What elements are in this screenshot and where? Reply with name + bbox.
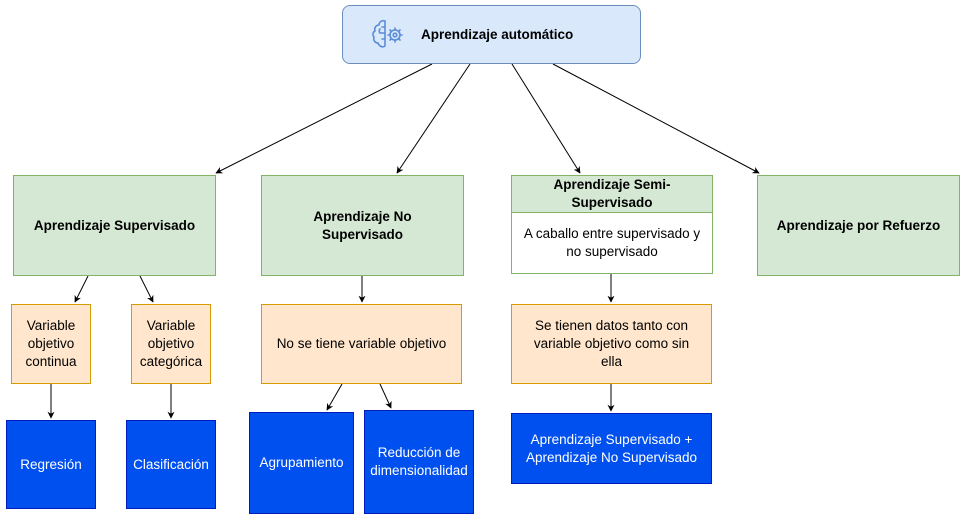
category-semi-description: A caballo entre supervisado y no supervi… — [511, 212, 713, 274]
edge-notarget-dimreduction — [379, 383, 392, 409]
category-semi-description-text: A caballo entre supervisado y no supervi… — [523, 226, 701, 259]
edge-supervised-continuous — [74, 275, 89, 303]
edge-root-semi — [511, 63, 581, 174]
root-node: Aprendizaje automático — [342, 5, 641, 64]
technique-classification-label: Clasificación — [133, 456, 209, 472]
technique-regression: Regresión — [6, 420, 96, 509]
category-reinforcement-label: Aprendizaje por Refuerzo — [776, 217, 941, 233]
category-unsupervised-label: Aprendizaje No Supervisado — [313, 208, 412, 242]
category-semi-label: Aprendizaje Semi-Supervisado — [553, 177, 671, 210]
category-supervised-label: Aprendizaje Supervisado — [33, 217, 196, 233]
technique-classification: Clasificación — [126, 420, 216, 509]
brain-gear-icon — [367, 15, 407, 55]
technique-combined: Aprendizaje Supervisado + Aprendizaje No… — [511, 413, 712, 484]
category-unsupervised: Aprendizaje No Supervisado — [261, 175, 464, 276]
technique-dim-reduction: Reducción de dimensionalidad — [364, 410, 474, 514]
condition-continuous: Variable objetivo continua — [11, 304, 91, 384]
condition-categorical-label: Variable objetivo categórica — [139, 318, 203, 369]
technique-clustering-label: Agrupamiento — [259, 455, 344, 470]
edge-notarget-clustering — [326, 383, 343, 411]
technique-clustering: Agrupamiento — [249, 412, 354, 514]
category-semi-header: Aprendizaje Semi-Supervisado — [511, 175, 713, 213]
edge-root-supervised — [215, 63, 433, 174]
edge-supervised-categorical — [139, 275, 154, 303]
condition-no-target: No se tiene variable objetivo — [261, 304, 462, 384]
edge-root-unsupervised — [396, 63, 471, 174]
condition-continuous-label: Variable objetivo continua — [25, 318, 77, 369]
category-reinforcement: Aprendizaje por Refuerzo — [757, 175, 960, 276]
category-supervised: Aprendizaje Supervisado — [13, 175, 216, 276]
root-label: Aprendizaje automático — [421, 26, 574, 42]
condition-no-target-label: No se tiene variable objetivo — [276, 336, 447, 351]
condition-mixed-label: Se tienen datos tanto con variable objet… — [533, 318, 690, 369]
technique-regression-label: Regresión — [20, 456, 82, 472]
technique-dim-reduction-label: Reducción de dimensionalidad — [370, 445, 468, 478]
condition-categorical: Variable objetivo categórica — [131, 304, 211, 384]
condition-mixed: Se tienen datos tanto con variable objet… — [511, 304, 712, 384]
technique-combined-label: Aprendizaje Supervisado + Aprendizaje No… — [525, 431, 698, 465]
category-semi-supervised: Aprendizaje Semi-Supervisado A caballo e… — [511, 175, 713, 274]
edge-root-reinforcement — [552, 63, 760, 174]
